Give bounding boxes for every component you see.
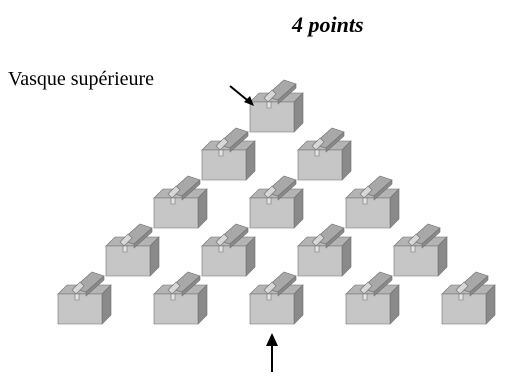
basin-front-face: [393, 245, 439, 277]
basin-notch: [314, 245, 320, 253]
basin-box: [201, 223, 256, 277]
basin-lid-edge: [133, 227, 153, 249]
basin-notch: [218, 149, 224, 157]
basin-lid-edge: [277, 179, 297, 201]
basin-spout: [455, 281, 469, 295]
basin-lid-edge: [181, 275, 201, 297]
basin-front-face: [201, 245, 247, 277]
basin-box: [153, 175, 208, 229]
basin-spout: [263, 281, 277, 295]
diagram-title: 4 points: [292, 12, 364, 37]
basin-notch: [314, 149, 320, 157]
basin-notch: [362, 293, 368, 301]
basin-lid-edge: [373, 179, 393, 201]
basin-front-face: [345, 293, 391, 325]
basin-notch: [218, 245, 224, 253]
basin-notch: [170, 293, 176, 301]
basin-lid-edge: [469, 275, 489, 297]
basin-front-face: [441, 293, 487, 325]
basin-notch: [122, 245, 128, 253]
basin-front-face: [345, 197, 391, 229]
basin-front-face: [297, 149, 343, 181]
basin-box: [297, 127, 352, 181]
basin-front-face: [249, 197, 295, 229]
basin-box: [249, 79, 304, 133]
basin-group: [57, 79, 496, 325]
basin-box: [249, 175, 304, 229]
basin-spout: [407, 233, 421, 247]
basin-box: [105, 223, 160, 277]
basin-lid-edge: [181, 179, 201, 201]
basin-spout: [167, 185, 181, 199]
basin-lid-edge: [277, 83, 297, 105]
basin-box: [393, 223, 448, 277]
basin-lid-edge: [421, 227, 441, 249]
basin-notch: [266, 101, 272, 109]
basin-notch: [266, 197, 272, 205]
basin-lid-edge: [229, 227, 249, 249]
basin-notch: [410, 245, 416, 253]
basin-spout: [71, 281, 85, 295]
basin-spout: [263, 89, 277, 103]
basin-front-face: [201, 149, 247, 181]
basin-front-face: [153, 197, 199, 229]
basin-lid-edge: [373, 275, 393, 297]
basin-spout: [263, 185, 277, 199]
basin-box: [441, 271, 496, 325]
basin-box: [249, 271, 304, 325]
basin-notch: [458, 293, 464, 301]
basin-spout: [359, 185, 373, 199]
basin-front-face: [105, 245, 151, 277]
basin-box: [345, 271, 400, 325]
basin-box: [345, 175, 400, 229]
basin-notch: [74, 293, 80, 301]
basin-front-face: [153, 293, 199, 325]
basin-spout: [311, 233, 325, 247]
basin-box: [297, 223, 352, 277]
basin-notch: [362, 197, 368, 205]
label-arrowhead: [244, 96, 254, 106]
basin-spout: [119, 233, 133, 247]
basin-lid-edge: [229, 131, 249, 153]
basin-lid-edge: [325, 227, 345, 249]
basin-box: [201, 127, 256, 181]
top-basin-label: Vasque supérieure: [8, 68, 155, 90]
basin-spout: [215, 137, 229, 151]
basin-lid-edge: [325, 131, 345, 153]
basin-spout: [215, 233, 229, 247]
basin-notch: [170, 197, 176, 205]
basin-box: [57, 271, 112, 325]
basin-notch: [266, 293, 272, 301]
basin-front-face: [249, 101, 295, 133]
basin-lid-edge: [85, 275, 105, 297]
basin-spout: [359, 281, 373, 295]
basin-lid-edge: [277, 275, 297, 297]
basin-front-face: [57, 293, 103, 325]
basin-front-face: [297, 245, 343, 277]
basin-spout: [311, 137, 325, 151]
basin-box: [153, 271, 208, 325]
basin-front-face: [249, 293, 295, 325]
bottom-arrowhead: [266, 333, 278, 346]
basin-spout: [167, 281, 181, 295]
